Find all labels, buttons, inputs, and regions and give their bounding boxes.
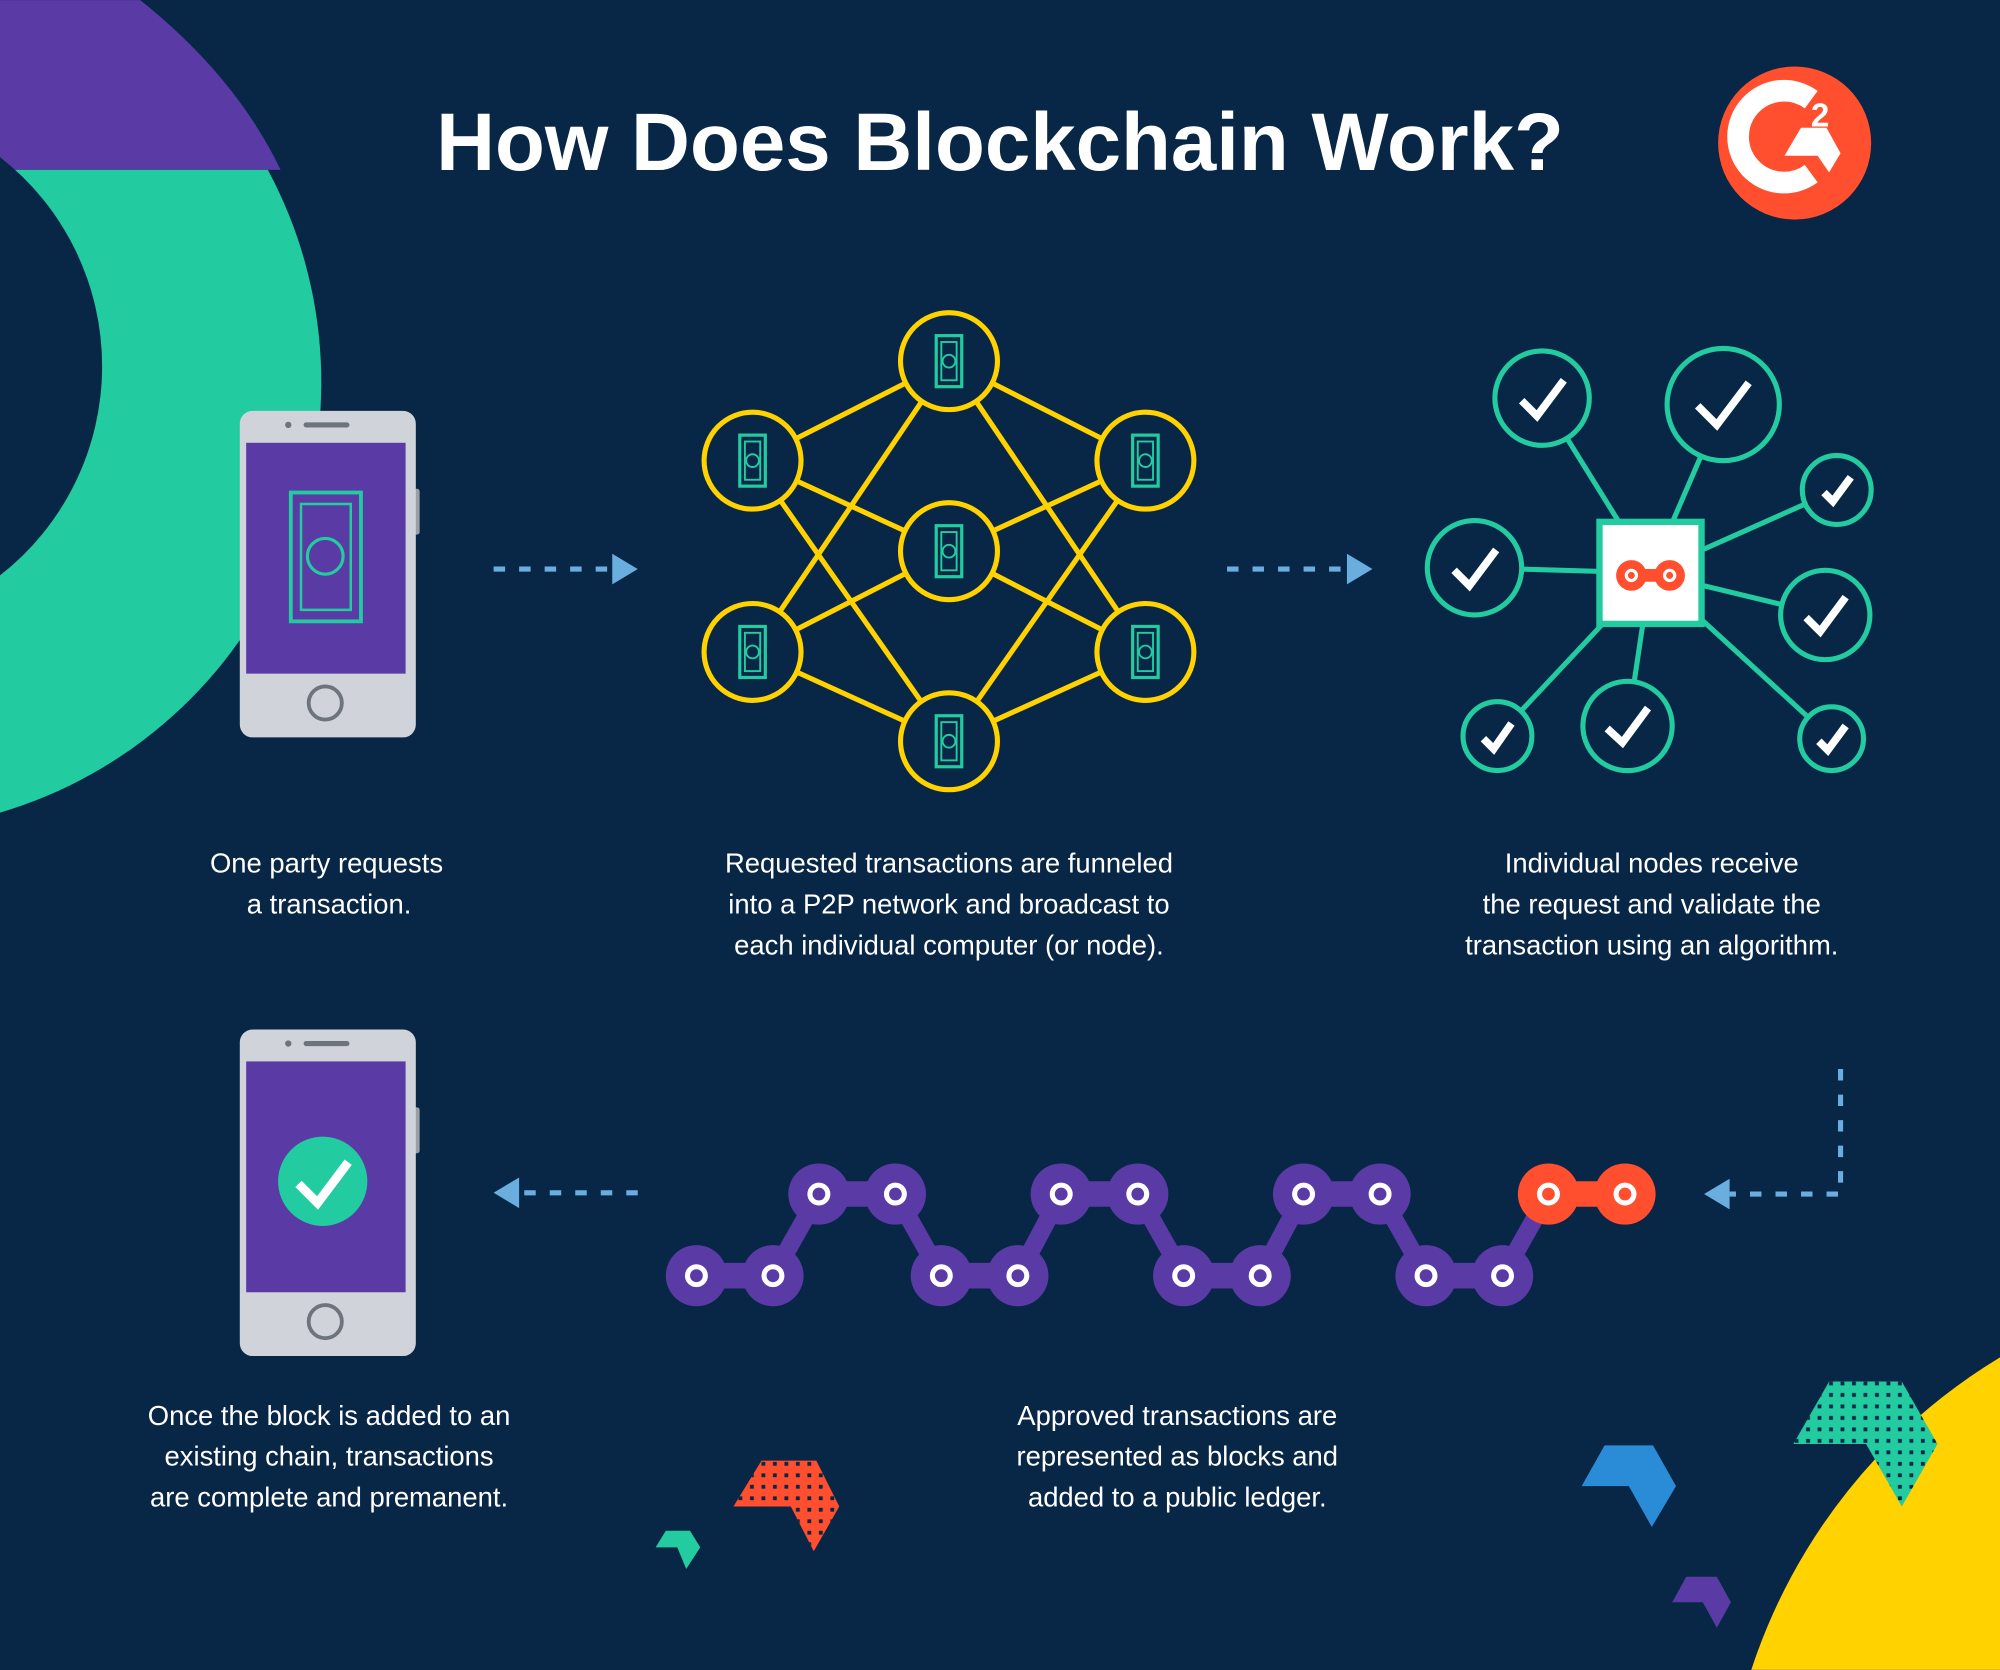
block-link-icon (1616, 560, 1685, 591)
svg-text:Requested transactions are fun: Requested transactions are funneled (725, 848, 1173, 879)
p2p-network-icon (701, 310, 1197, 793)
chain-block (1517, 1163, 1656, 1225)
page-title: How Does Blockchain Work? (436, 97, 1564, 188)
chain-block (1272, 1163, 1411, 1225)
svg-text:Once the block is added to an: Once the block is added to an (148, 1400, 511, 1431)
caption-step-5: Once the block is added to an existing c… (148, 1400, 511, 1513)
check-circle-icon (278, 1136, 368, 1226)
chain-block (788, 1163, 927, 1225)
svg-text:One party requests: One party requests (210, 848, 443, 879)
arrow-right-1 (493, 553, 638, 585)
svg-text:Individual nodes receive: Individual nodes receive (1505, 848, 1799, 879)
arrow-right-2 (1227, 553, 1373, 585)
caption-step-4: Approved transactions are represented as… (1017, 1400, 1338, 1513)
svg-text:into a P2P network and broadca: into a P2P network and broadcast to (728, 888, 1169, 919)
svg-text:represented as blocks and: represented as blocks and (1017, 1441, 1338, 1472)
check-icons (1451, 377, 1854, 757)
chain-block (1395, 1245, 1534, 1307)
chain-block (1153, 1245, 1291, 1307)
svg-text:Approved transactions are: Approved transactions are (1017, 1400, 1337, 1431)
chain-block (665, 1245, 804, 1307)
svg-text:each individual computer (or n: each individual computer (or node). (734, 929, 1164, 960)
svg-text:a transaction.: a transaction. (247, 888, 412, 919)
blockchain-ledger-icon (665, 1163, 1656, 1307)
g2-logo: 2 (1718, 66, 1872, 220)
validation-nodes-icon (1424, 345, 1874, 774)
phone-request-icon (239, 410, 420, 738)
svg-text:are complete and premanent.: are complete and premanent. (150, 1482, 508, 1513)
chain-block (1030, 1163, 1169, 1225)
arrow-left (493, 1177, 638, 1209)
money-bill-icon (288, 490, 363, 624)
caption-step-2: Requested transactions are funneled into… (725, 848, 1173, 961)
svg-text:transaction using an algorithm: transaction using an algorithm. (1465, 929, 1838, 960)
svg-text:existing chain, transactions: existing chain, transactions (165, 1441, 494, 1472)
svg-text:the request and validate the: the request and validate the (1483, 888, 1821, 919)
caption-step-3: Individual nodes receive the request and… (1465, 848, 1838, 961)
phone-complete-icon (239, 1029, 420, 1357)
chain-block (910, 1245, 1049, 1307)
svg-text:added to a public ledger.: added to a public ledger. (1028, 1482, 1327, 1513)
caption-step-1: One party requests a transaction. (210, 848, 443, 920)
svg-text:2: 2 (1811, 97, 1829, 134)
arrow-down-left (1704, 1069, 1844, 1210)
